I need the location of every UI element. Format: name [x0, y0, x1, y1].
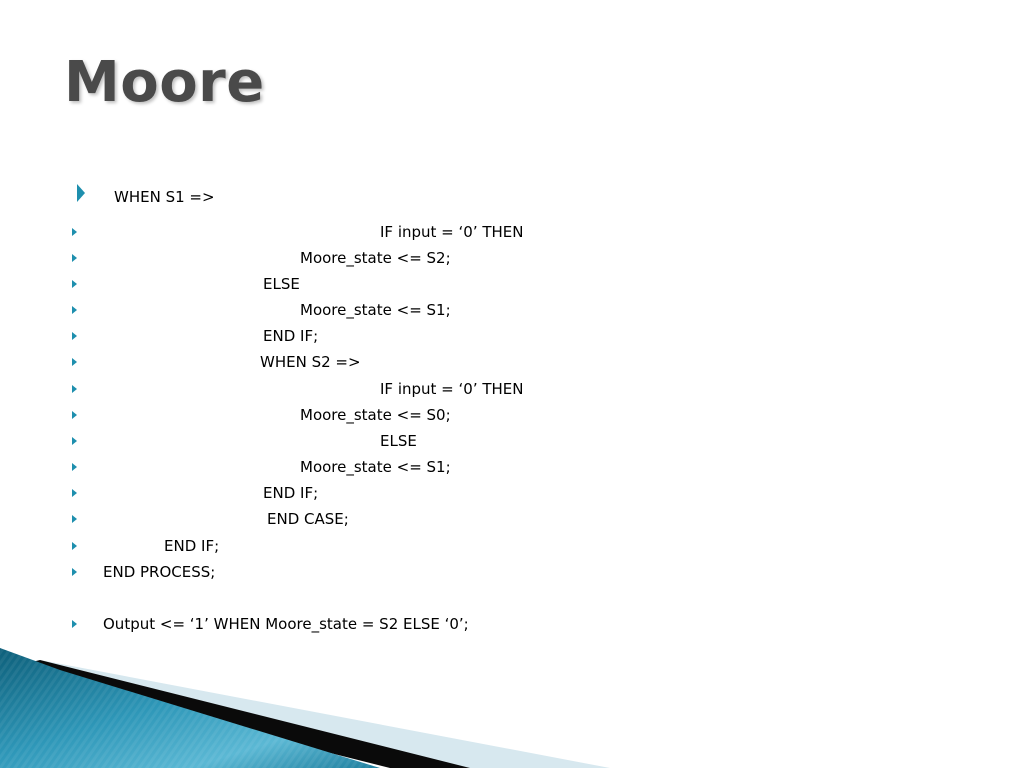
code-line: Moore_state <= S0; [0, 402, 1024, 428]
code-line-text: END IF; [263, 484, 319, 502]
dark-swoosh [0, 660, 470, 768]
code-line-text: IF input = ‘0’ THEN [380, 223, 524, 241]
code-line: WHEN S2 => [0, 349, 1024, 375]
triangle-bullet-icon [72, 568, 77, 576]
code-line-text: END IF; [164, 537, 220, 555]
triangle-bullet-icon [72, 489, 77, 497]
code-line: END IF; [0, 480, 1024, 506]
code-line-text: WHEN S2 => [260, 353, 361, 371]
triangle-bullet-icon [72, 358, 77, 366]
code-line-text: Output <= ‘1’ WHEN Moore_state = S2 ELSE… [103, 615, 469, 633]
triangle-bullet-icon [77, 184, 85, 202]
triangle-bullet-icon [72, 280, 77, 288]
triangle-bullet-icon [72, 306, 77, 314]
code-line-text: IF input = ‘0’ THEN [380, 380, 524, 398]
code-line-text: ELSE [380, 432, 417, 450]
code-line: END IF; [0, 323, 1024, 349]
slide-title: Moore [64, 50, 265, 115]
code-line-text: Moore_state <= S1; [300, 301, 451, 319]
code-line-text: END IF; [263, 327, 319, 345]
triangle-bullet-icon [72, 620, 77, 628]
triangle-bullet-icon [72, 254, 77, 262]
code-line: ELSE [0, 428, 1024, 454]
triangle-bullet-icon [72, 411, 77, 419]
code-line: END CASE; [0, 506, 1024, 532]
code-line: END PROCESS; [0, 559, 1024, 585]
light-swoosh [0, 660, 610, 768]
code-line: IF input = ‘0’ THEN [0, 376, 1024, 402]
code-line-first: WHEN S1 => [114, 188, 215, 206]
triangle-bullet-icon [72, 463, 77, 471]
code-line-text: Moore_state <= S0; [300, 406, 451, 424]
code-line: Moore_state <= S1; [0, 454, 1024, 480]
code-line: ELSE [0, 271, 1024, 297]
triangle-bullet-icon [72, 332, 77, 340]
triangle-bullet-icon [72, 515, 77, 523]
code-line: Output <= ‘1’ WHEN Moore_state = S2 ELSE… [0, 611, 1024, 637]
code-line-text: END CASE; [267, 510, 349, 528]
triangle-bullet-icon [72, 542, 77, 550]
triangle-bullet-icon [72, 437, 77, 445]
code-line-text: END PROCESS; [103, 563, 216, 581]
code-line-text: Moore_state <= S2; [300, 249, 451, 267]
code-line: IF input = ‘0’ THEN [0, 219, 1024, 245]
decorative-swoosh [0, 648, 610, 768]
triangle-bullet-icon [72, 385, 77, 393]
code-line-text: Moore_state <= S1; [300, 458, 451, 476]
code-line: Moore_state <= S2; [0, 245, 1024, 271]
code-line: Moore_state <= S1; [0, 297, 1024, 323]
code-line: END IF; [0, 533, 1024, 559]
triangle-bullet-icon [72, 228, 77, 236]
code-line-text: ELSE [263, 275, 300, 293]
